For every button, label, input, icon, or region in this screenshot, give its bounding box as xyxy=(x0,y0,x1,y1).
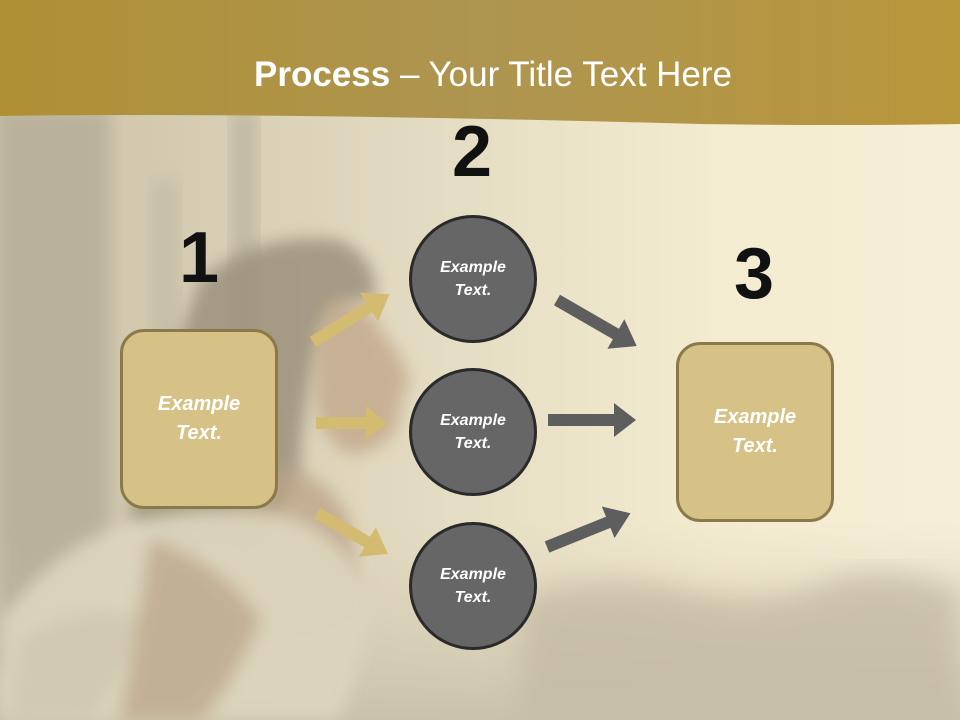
arrow-in-middle-icon xyxy=(316,406,388,440)
step-1-label-line1: Example xyxy=(157,393,241,415)
circle-bottom-label-line2: Text. xyxy=(454,589,492,606)
title-band xyxy=(0,0,960,125)
step-number-2: 2 xyxy=(451,112,493,192)
step-3-label-line1: Example xyxy=(713,406,797,428)
circle-top-label-line2: Text. xyxy=(454,282,492,299)
step-3-box: Example Text. xyxy=(676,342,834,522)
arrow-out-middle-icon xyxy=(548,403,636,437)
step-2-circle-top: Example Text. xyxy=(409,215,537,343)
arrow-out-top-icon xyxy=(554,294,637,349)
circle-middle-label-line1: Example xyxy=(440,412,506,429)
circle-top-label-line1: Example xyxy=(440,259,506,276)
circle-bottom-label-line1: Example xyxy=(440,566,506,583)
step-2-circle-bottom: Example Text. xyxy=(409,522,537,650)
circle-middle-label-line2: Text. xyxy=(454,435,492,452)
step-number-3: 3 xyxy=(733,234,775,314)
slide-title: Process – Your Title Text Here xyxy=(0,54,960,96)
step-3-label-line2: Text. xyxy=(732,435,778,457)
title-bold: Process xyxy=(254,55,391,94)
title-rest: – Your Title Text Here xyxy=(390,55,732,94)
step-number-1: 1 xyxy=(178,218,220,298)
step-2-circle-middle: Example Text. xyxy=(409,368,537,496)
step-1-label-line2: Text. xyxy=(176,422,222,444)
arrow-in-bottom-icon xyxy=(314,507,389,557)
arrow-in-top-icon xyxy=(309,292,390,348)
step-1-box: Example Text. xyxy=(120,329,278,509)
arrow-out-bottom-icon xyxy=(544,506,631,553)
